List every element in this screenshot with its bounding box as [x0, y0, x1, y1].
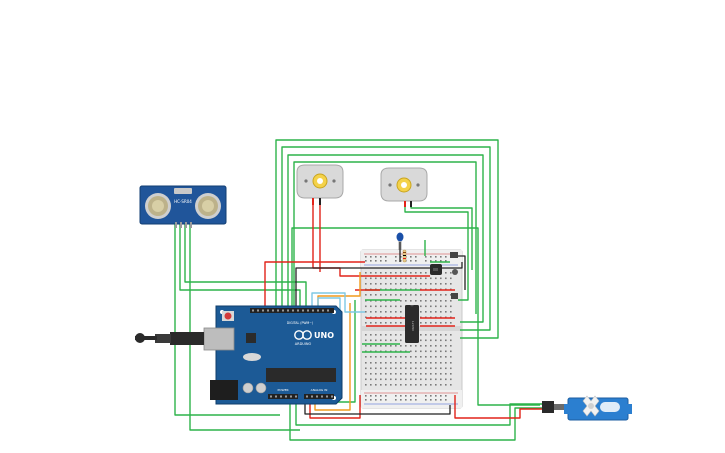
ic-chip-label: L293D [411, 321, 415, 331]
capacitor[interactable] [452, 269, 458, 275]
temperature-sensor[interactable] [430, 264, 442, 275]
digital-header-label: DIGITAL (PWM~) [287, 321, 313, 325]
power-header [268, 394, 298, 399]
usb-port [203, 327, 235, 351]
power-jack [210, 380, 238, 400]
digital-pins [252, 309, 329, 312]
ultrasonic-sensor[interactable]: HC-SR04 [139, 185, 227, 228]
pushbutton-mid[interactable] [451, 293, 458, 299]
atmega-chip [266, 368, 336, 382]
servo-motor[interactable] [542, 395, 632, 421]
pushbutton-top[interactable] [450, 252, 458, 258]
wires [174, 139, 545, 441]
analog-header [304, 394, 334, 399]
arduino-model: UNO [314, 331, 334, 340]
reset-button[interactable] [222, 311, 234, 321]
resistor[interactable] [402, 249, 407, 263]
dc-motor-right[interactable] [380, 167, 428, 207]
usb-cable [135, 332, 204, 345]
arduino-logo [294, 330, 312, 340]
power-header-label: POWER [277, 388, 288, 392]
arduino-uno[interactable]: DIGITAL (PWM~) UNO ARDUINO POWER ANALOG … [203, 305, 343, 405]
ic-chip[interactable]: L293D [405, 305, 419, 343]
arduino-brand: ARDUINO [295, 342, 312, 346]
analog-header-label: ANALOG IN [311, 388, 328, 392]
led[interactable] [396, 232, 404, 251]
dc-motor-left[interactable] [296, 164, 344, 205]
bottom-pins [270, 395, 333, 398]
sensor-transducer-left [145, 193, 171, 219]
sensor-label: HC-SR04 [174, 199, 192, 204]
sensor-pins [175, 222, 192, 228]
sensor-transducer-right [195, 193, 221, 219]
